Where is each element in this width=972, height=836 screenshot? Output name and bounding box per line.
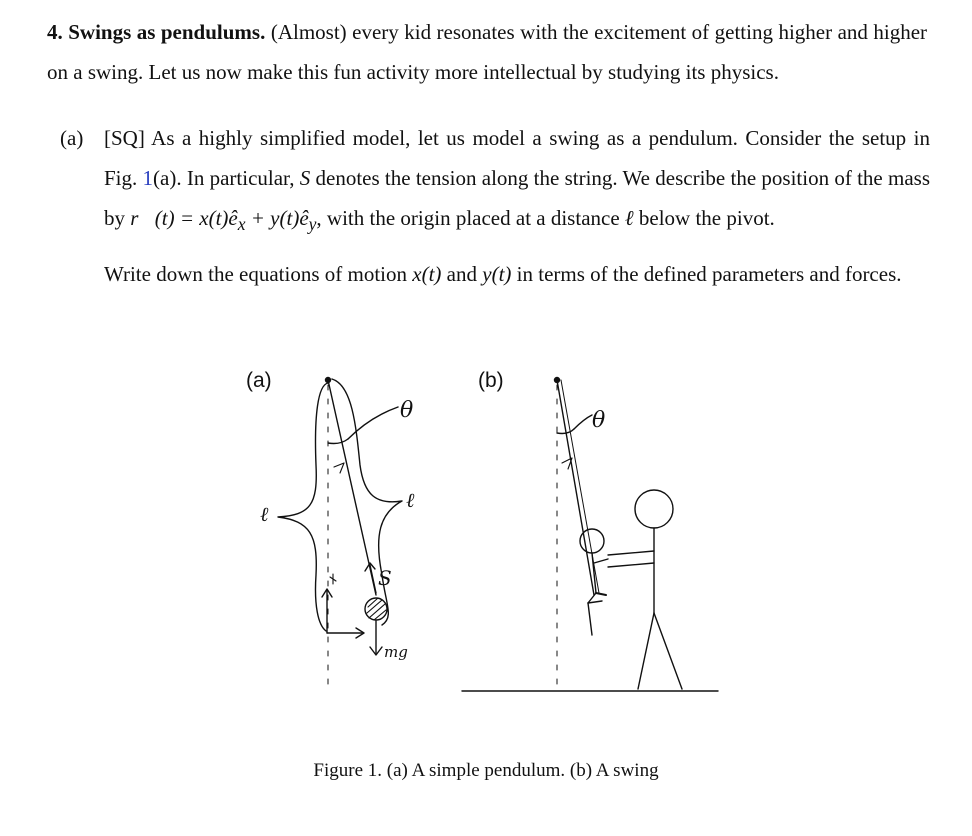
position-expression: r⃗(t) = x(t)êx + y(t)êy bbox=[130, 206, 317, 235]
direction-tick-b bbox=[561, 457, 573, 470]
part-a-paragraph-2: Write down the equations of motion x(t) … bbox=[104, 254, 930, 294]
theta-leader-b bbox=[573, 414, 593, 430]
tension-label: S bbox=[378, 566, 392, 590]
bob-hatch bbox=[366, 597, 387, 621]
part-a-sentence-1: As a highly simplified model, let us mod… bbox=[104, 126, 930, 190]
adult-leg-left bbox=[637, 612, 655, 690]
ell-label-right: ℓ bbox=[406, 488, 415, 512]
adult-arm-upper bbox=[607, 550, 655, 556]
origin-mark-a bbox=[329, 573, 337, 585]
tension-arrow bbox=[369, 564, 377, 594]
child-arm bbox=[593, 558, 609, 564]
problem-intro-text: (Almost) every kid resonates with the ex… bbox=[47, 20, 928, 84]
adult-arm-lower bbox=[607, 562, 655, 568]
direction-tick-a bbox=[333, 462, 345, 474]
part-a-body: [SQ] As a highly simplified model, let u… bbox=[104, 118, 930, 294]
swing-rope bbox=[556, 379, 595, 596]
theta-leader-a bbox=[347, 406, 399, 440]
x-of-t: x(t) bbox=[412, 262, 442, 287]
figure-ref-link[interactable]: 1 bbox=[142, 166, 154, 190]
tension-symbol: S bbox=[299, 166, 311, 190]
child-thigh bbox=[587, 592, 597, 604]
part-a-sentence-7: in terms of the defined parameters and f… bbox=[516, 262, 902, 287]
angle-arc-a bbox=[327, 438, 349, 445]
swing-seat bbox=[595, 592, 607, 596]
part-a-tag: [SQ] bbox=[104, 126, 145, 150]
panel-b-label: (b) bbox=[478, 369, 504, 392]
string-a bbox=[327, 379, 377, 596]
problem-intro: 4. Swings as pendulums. (Almost) every k… bbox=[47, 12, 927, 92]
part-a-label: (a) bbox=[60, 126, 84, 150]
part-a: (a) [SQ] As a highly simplified model, l… bbox=[60, 118, 930, 294]
and-word: and bbox=[446, 262, 477, 287]
part-a-sentence-5: below the pivot. bbox=[638, 206, 775, 230]
child-head bbox=[579, 528, 605, 554]
adult-head bbox=[634, 489, 674, 529]
brace-left bbox=[277, 382, 329, 632]
part-a-paragraph-1: [SQ] As a highly simplified model, let u… bbox=[104, 118, 930, 244]
ell-label-left: ℓ bbox=[260, 502, 269, 526]
problem-title: 4. Swings as pendulums. bbox=[47, 20, 266, 44]
part-a-sentence-3: denotes the tension along the string. We… bbox=[104, 166, 931, 230]
adult-leg-right bbox=[653, 612, 683, 690]
child-body bbox=[591, 552, 597, 594]
figure-caption: Figure 1. (a) A simple pendulum. (b) A s… bbox=[313, 760, 659, 781]
brace-right bbox=[331, 378, 403, 626]
pendulum-bob bbox=[364, 597, 388, 621]
figure-1: (a) θ ℓ ℓ S mg bbox=[246, 369, 719, 692]
length-symbol: ℓ bbox=[624, 206, 634, 230]
theta-label-b: θ bbox=[592, 408, 605, 433]
part-a-sentence-6: Write down the equations of motion bbox=[104, 262, 408, 287]
y-of-t: y(t) bbox=[482, 262, 512, 287]
part-a-sentence-2: (a). In particular, bbox=[153, 166, 295, 190]
theta-label-a: θ bbox=[400, 398, 413, 423]
angle-arc-b bbox=[556, 428, 575, 435]
panel-a-label: (a) bbox=[246, 369, 272, 392]
part-a-sentence-4: , with the origin placed at a distance bbox=[316, 206, 620, 230]
child-leg bbox=[587, 602, 593, 636]
weight-label: mg bbox=[384, 643, 408, 661]
